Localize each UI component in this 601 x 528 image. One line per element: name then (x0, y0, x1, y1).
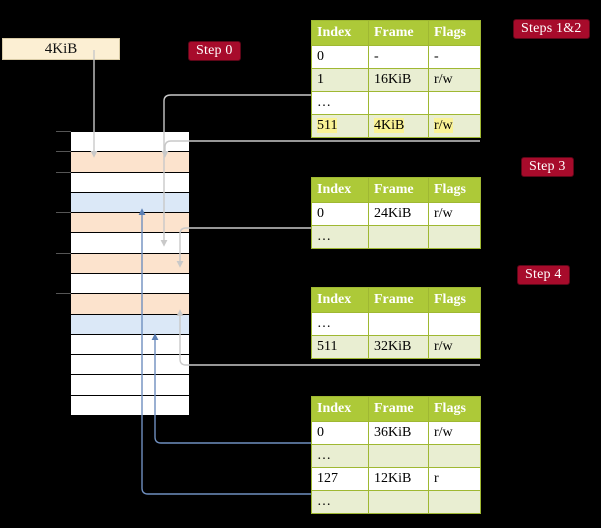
table-row: … (311, 91, 481, 115)
cell-index: … (311, 312, 369, 336)
table-row: … (311, 444, 481, 468)
badge-step-4: Step 4 (517, 265, 570, 285)
column-header-index: Index (311, 396, 369, 422)
table-row: 0-- (311, 45, 481, 69)
cell-flags: r/w (428, 114, 481, 138)
cell-index: 0 (311, 421, 369, 445)
memory-frame-row (71, 294, 189, 315)
cell-flags: r/w (428, 68, 481, 92)
column-header-index: Index (311, 287, 369, 313)
cell-frame: 32KiB (368, 335, 429, 359)
memory-row-tick (56, 293, 71, 295)
cell-frame: 36KiB (368, 421, 429, 445)
column-header-index: Index (311, 20, 369, 46)
column-header-frame: Frame (368, 396, 429, 422)
memory-frame-row (71, 152, 189, 173)
cell-index: 511 (311, 335, 369, 359)
cell-flags (428, 490, 481, 514)
cell-frame: 4KiB (368, 114, 429, 138)
cell-index: 0 (311, 45, 369, 69)
column-header-frame: Frame (368, 20, 429, 46)
cell-index: … (311, 444, 369, 468)
cell-index: 1 (311, 68, 369, 92)
memory-row-tick (56, 212, 71, 214)
badge-step-0: Step 0 (188, 41, 241, 61)
memory-frame-row (71, 213, 189, 234)
column-header-flags: Flags (428, 396, 481, 422)
table-row: … (311, 312, 481, 336)
memory-frame-row (71, 395, 189, 416)
memory-row-tick (56, 252, 71, 254)
cell-flags: r/w (428, 202, 481, 226)
memory-frame-row (71, 314, 189, 335)
memory-frame-row (71, 355, 189, 376)
cell-frame (368, 91, 429, 115)
memory-row-tick (56, 131, 71, 132)
physical-memory-column (70, 131, 190, 416)
cell-flags: - (428, 45, 481, 69)
cell-frame (368, 490, 429, 514)
badge-step-3: Step 3 (521, 157, 574, 177)
memory-row-tick (56, 171, 71, 173)
memory-row-tick (56, 151, 71, 153)
column-header-flags: Flags (428, 287, 481, 313)
badge-step-0-label: Step 0 (196, 43, 233, 58)
cell-index: … (311, 490, 369, 514)
cell-frame (368, 312, 429, 336)
cell-flags (428, 225, 481, 249)
memory-frame-row (71, 253, 189, 274)
badge-step-4-label: Step 4 (525, 267, 562, 282)
memory-frame-row (71, 233, 189, 254)
cell-flags: r/w (428, 421, 481, 445)
cell-index: 127 (311, 467, 369, 491)
cell-index: 511 (311, 114, 369, 138)
cell-index: … (311, 91, 369, 115)
cell-index: … (311, 225, 369, 249)
memory-frame-row (71, 192, 189, 214)
column-header-flags: Flags (428, 177, 481, 203)
column-header-frame: Frame (368, 177, 429, 203)
memory-frame-row (71, 132, 189, 153)
cell-frame: 24KiB (368, 202, 429, 226)
column-header-frame: Frame (368, 287, 429, 313)
badge-steps-1-2-label: Steps 1&2 (521, 21, 582, 36)
cell-flags: r (428, 467, 481, 491)
cell-flags (428, 91, 481, 115)
cell-frame (368, 444, 429, 468)
memory-frame-row (71, 172, 189, 193)
cell-frame: - (368, 45, 429, 69)
memory-frame-row (71, 274, 189, 295)
table-row: … (311, 225, 481, 249)
column-header-flags: Flags (428, 20, 481, 46)
cell-index: 0 (311, 202, 369, 226)
memory-frame-row (71, 375, 189, 396)
cell-flags (428, 444, 481, 468)
source-frame-box: 4KiB (2, 38, 120, 60)
table-row: … (311, 490, 481, 514)
cell-frame (368, 225, 429, 249)
source-frame-label: 4KiB (44, 40, 78, 57)
cell-frame: 12KiB (368, 467, 429, 491)
cell-flags (428, 312, 481, 336)
cell-frame: 16KiB (368, 68, 429, 92)
badge-steps-1-2: Steps 1&2 (513, 19, 590, 39)
memory-frame-row (71, 334, 189, 356)
badge-step-3-label: Step 3 (529, 159, 566, 174)
cell-flags: r/w (428, 335, 481, 359)
column-header-index: Index (311, 177, 369, 203)
